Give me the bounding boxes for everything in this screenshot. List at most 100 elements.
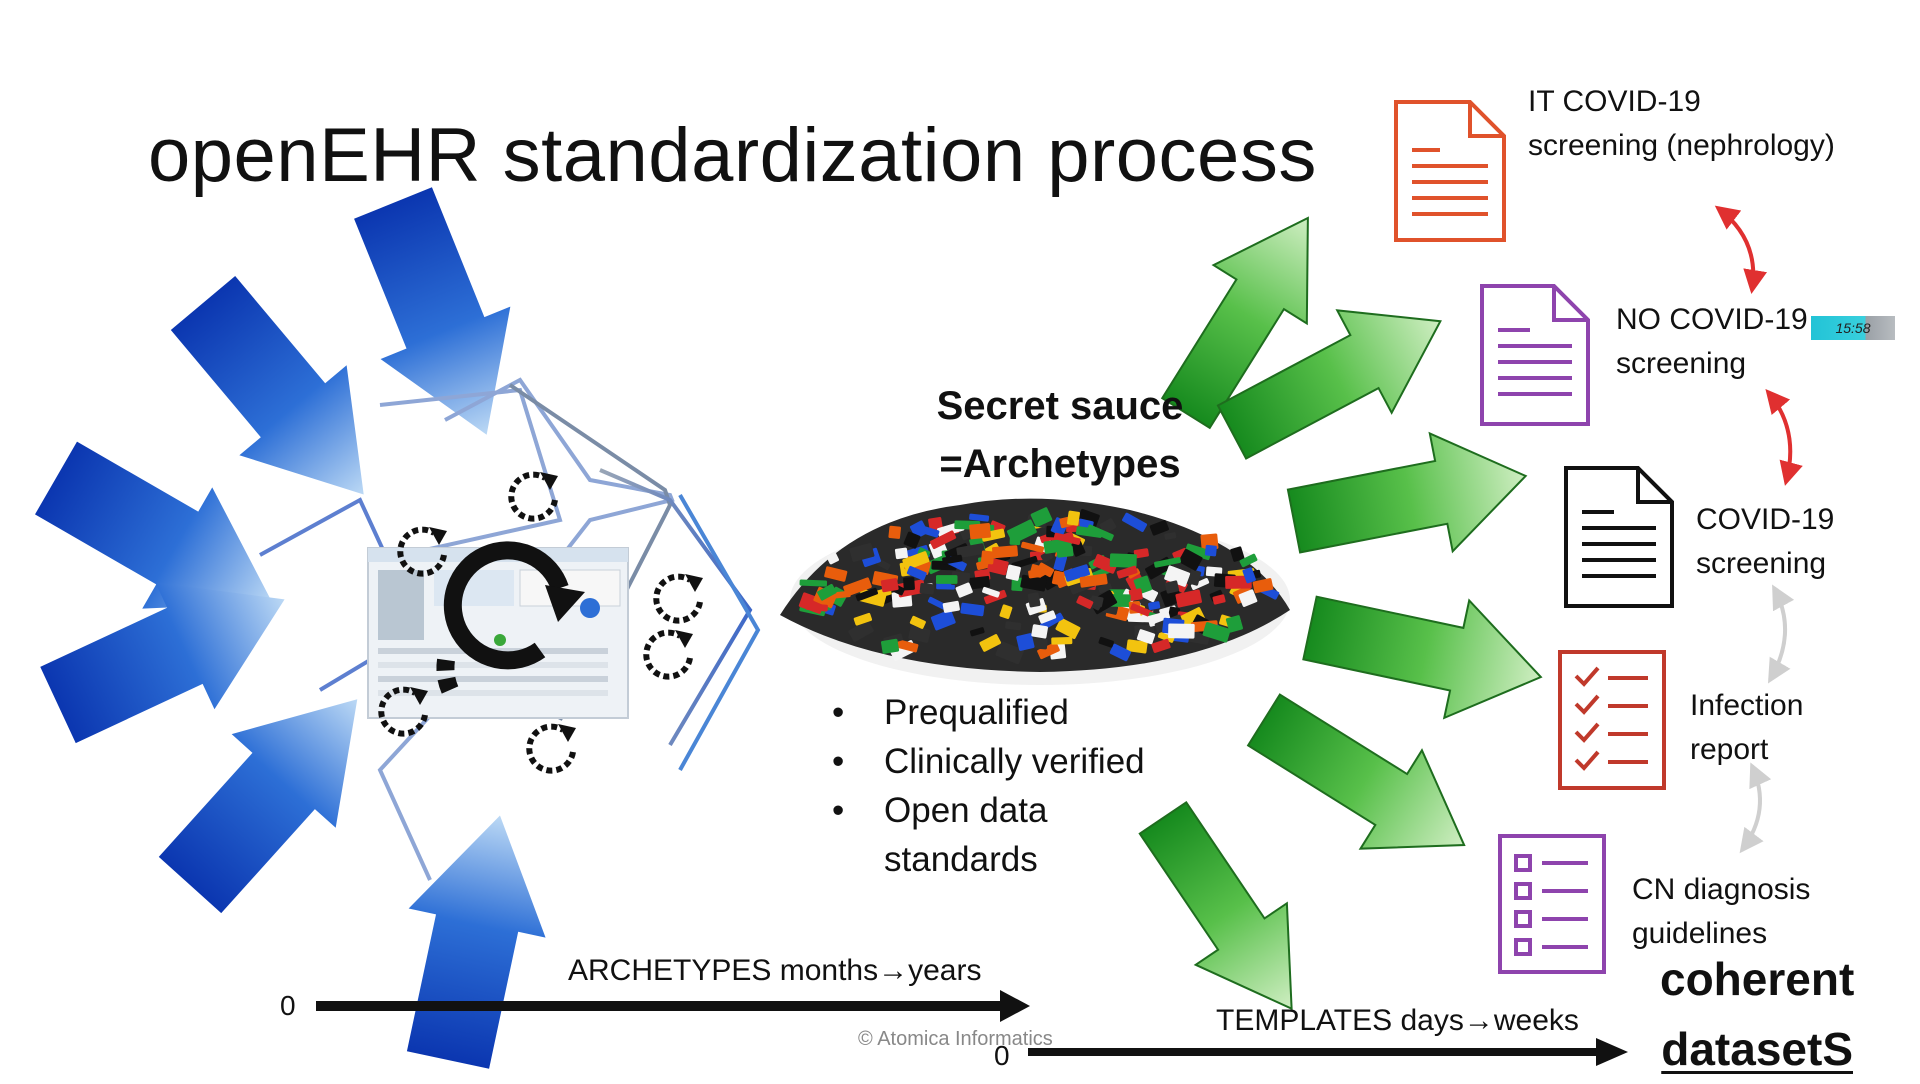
blue-arrow	[406, 815, 546, 1069]
lego-brick	[1037, 642, 1060, 660]
bullet-item: Open data standards	[832, 786, 1145, 884]
lego-brick	[1252, 578, 1274, 594]
lego-brick	[1168, 623, 1195, 639]
lego-brick	[995, 641, 1025, 665]
lego-brick	[1006, 519, 1037, 544]
lego-brick	[1128, 588, 1143, 601]
outline-chevron	[678, 493, 761, 771]
checklist-icon	[1558, 650, 1666, 790]
lego-brick	[991, 545, 1019, 559]
green-arrow	[1286, 431, 1528, 554]
lego-brick	[1037, 562, 1055, 578]
coherent-line1: coherent	[1660, 953, 1855, 1005]
lego-brick	[1051, 570, 1067, 587]
outline-chevrons	[259, 377, 761, 881]
coherent-datasets: coherent datasetS	[1660, 944, 1854, 1084]
lego-brick	[1157, 631, 1175, 643]
lego-brick	[955, 582, 973, 598]
lego-brick	[1079, 573, 1108, 588]
outline-chevron	[444, 377, 675, 612]
lego-brick	[1076, 595, 1094, 609]
lego-brick	[880, 638, 900, 654]
lego-brick	[1148, 601, 1161, 611]
lego-brick	[1092, 554, 1118, 574]
lego-brick	[1040, 551, 1053, 563]
lego-brick	[1011, 555, 1038, 570]
lego-brick	[1070, 540, 1086, 557]
lego-brick	[1151, 638, 1171, 653]
doc-label-infection-report: Infection report	[1690, 689, 1804, 766]
lego-brick	[935, 575, 958, 584]
lego-brick	[1175, 589, 1202, 608]
blue-arrow	[354, 187, 511, 435]
lego-brick	[849, 542, 875, 562]
lego-brick	[1154, 557, 1181, 568]
doc-label-cn-guidelines: CN diagnosis guidelines	[1632, 873, 1811, 950]
bullet-item: Clinically verified	[832, 737, 1145, 786]
relation-arrows	[1714, 205, 1803, 854]
list-icon	[1498, 834, 1606, 974]
templates-axis-head	[1596, 1038, 1628, 1066]
lego-brick	[894, 547, 908, 560]
lego-brick	[1043, 538, 1073, 554]
doc-label-covid-screening: COVID-19 screening	[1696, 503, 1835, 580]
lego-brick	[1098, 582, 1112, 594]
green-arrow	[1216, 309, 1442, 460]
lego-brick	[1116, 565, 1138, 579]
relation-arrow-red	[1765, 388, 1803, 486]
blue-arrow	[35, 441, 273, 609]
lego-brick	[1133, 548, 1149, 559]
lego-brick	[960, 602, 985, 617]
lego-brick	[805, 603, 828, 612]
lego-brick	[1063, 564, 1091, 582]
lego-brick	[843, 577, 872, 597]
lego-brick	[1031, 624, 1048, 639]
lego-brick	[848, 620, 874, 642]
timeline-axes	[316, 990, 1628, 1066]
lego-brick	[969, 522, 992, 540]
lego-brick	[903, 531, 921, 549]
lego-brick	[817, 583, 837, 601]
cycle-icons	[378, 471, 703, 774]
copyright-notice: © Atomica Informatics	[858, 1028, 1053, 1050]
lego-brick	[1098, 636, 1114, 648]
lego-brick	[1109, 553, 1137, 568]
relation-arrow-gray	[1767, 584, 1795, 684]
lego-brick	[1239, 553, 1258, 568]
lego-brick	[1021, 541, 1045, 553]
lego-brick	[1230, 546, 1245, 562]
lego-brick	[1016, 633, 1035, 651]
lego-brick	[1075, 526, 1103, 538]
lego-brick	[909, 615, 926, 629]
lego-brick	[1149, 520, 1169, 536]
lego-brick	[927, 596, 948, 611]
lego-brick	[1028, 569, 1042, 579]
green-arrow	[1246, 693, 1466, 850]
lego-brick	[1188, 569, 1202, 586]
lego-brick	[1053, 532, 1081, 545]
lego-brick	[799, 579, 828, 587]
archetypes-axis-label: ARCHETYPES months→years	[568, 954, 982, 987]
lego-brick	[1238, 589, 1258, 607]
lego-brick	[1099, 518, 1117, 534]
lego-brick	[1040, 612, 1064, 631]
cycle-icon	[526, 723, 576, 774]
cycle-icon	[653, 573, 703, 624]
lego-brick	[914, 524, 940, 538]
templates-axis-label: TEMPLATES days→weeks	[1216, 1004, 1579, 1037]
lego-brick	[956, 543, 985, 559]
bullet-item: Prequalified	[832, 688, 1145, 737]
secret-sauce-line2: =Archetypes	[939, 442, 1181, 486]
lego-brick	[1184, 543, 1212, 561]
lego-brick	[1204, 544, 1217, 557]
lego-brick	[1242, 567, 1256, 584]
lego-brick	[999, 604, 1013, 619]
lego-brick	[902, 551, 930, 571]
lego-brick	[1164, 532, 1177, 540]
lego-brick	[853, 612, 873, 626]
lego-brick	[930, 609, 956, 631]
cycle-icon	[508, 471, 558, 522]
outline-chevron	[599, 468, 753, 747]
lego-brick	[1066, 510, 1080, 526]
